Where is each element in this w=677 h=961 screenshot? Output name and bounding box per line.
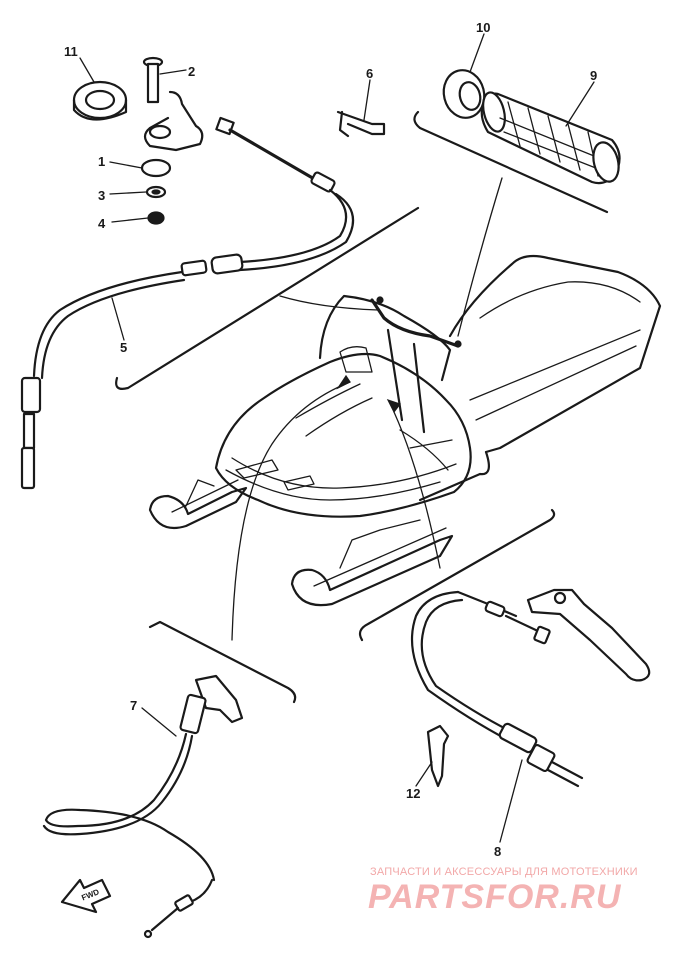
callout-leaders [79, 33, 595, 843]
group-bracket-lines [115, 110, 609, 704]
part-7-speedometer-cable [42, 674, 244, 939]
bracket-throttle-group [115, 206, 420, 390]
dash-panel [339, 346, 373, 373]
leader-7 [141, 707, 177, 737]
part-5-throttle-cable [20, 116, 355, 490]
watermark-tagline: ЗАПЧАСТИ И АКСЕССУАРЫ ДЛЯ МОТОТЕХНИКИ [370, 866, 638, 878]
leader-9 [565, 81, 595, 127]
part-9-grip [480, 91, 621, 185]
hood-line-2 [305, 397, 373, 437]
part-12-cable-holder [426, 724, 450, 788]
leader-11 [79, 57, 95, 83]
leader-speedometer [231, 381, 351, 641]
callout-6: 6 [366, 66, 373, 81]
leader-arrow-brake [386, 398, 401, 414]
leader-arrow-speedometer [336, 374, 351, 390]
side-stripe-1 [469, 329, 641, 401]
snowmobile [148, 254, 662, 607]
right-ski [290, 534, 454, 607]
right-ski-runner [313, 527, 447, 587]
hood-line-3 [399, 429, 449, 471]
headlight [235, 459, 279, 479]
callout-4: 4 [98, 216, 106, 231]
leader-6 [363, 79, 371, 121]
hood-vent [283, 475, 315, 491]
cowl-mid-edge [231, 457, 457, 489]
right-ski-spindle [339, 519, 421, 569]
leader-5 [111, 297, 125, 341]
windshield [318, 294, 452, 382]
cowl-outline [214, 352, 472, 518]
part-10-grip-end-ring [442, 69, 486, 119]
callout-1: 1 [98, 154, 105, 169]
handlebar [370, 298, 460, 348]
leader-1 [109, 161, 143, 169]
steering-post-2 [412, 342, 426, 434]
leader-2 [159, 69, 187, 75]
callout-2: 2 [188, 64, 195, 79]
callout-10: 10 [476, 20, 490, 35]
rear-side-panel [418, 450, 491, 502]
leader-brake [393, 411, 441, 569]
watermark-logo: PARTSFOR.RU [368, 878, 622, 916]
brake-lever [526, 588, 651, 682]
left-ski [148, 486, 248, 530]
callout-7: 7 [130, 698, 137, 713]
bracket-brake-group [358, 508, 556, 642]
part-3-washer [145, 185, 167, 199]
callout-5: 5 [120, 340, 127, 355]
cowl-lower-edge [225, 469, 441, 501]
throttle-lever [143, 90, 204, 152]
hood-line-4 [409, 439, 453, 449]
seat-crease [479, 281, 641, 319]
callout-11: 11 [64, 44, 78, 59]
callout-9: 9 [590, 68, 597, 83]
part-2-bolt [142, 56, 164, 104]
left-ski-runner [171, 479, 239, 513]
callout-3: 3 [98, 188, 105, 203]
leader-4 [111, 217, 149, 223]
bracket-grip-group [413, 110, 609, 214]
fwd-arrow-icon: FWD [60, 878, 112, 914]
part-1-collar [140, 158, 172, 178]
handlebar-left-end [376, 296, 384, 304]
leader-throttle [279, 295, 379, 311]
hood-line-1 [295, 383, 361, 419]
leader-8 [499, 759, 523, 843]
leader-10 [469, 33, 485, 73]
leader-12 [415, 761, 433, 787]
handlebar-right-end [454, 340, 462, 348]
side-stripe-2 [475, 345, 637, 421]
part-11-spacer-ring [72, 80, 128, 121]
bracket-speedometer-group [148, 620, 297, 704]
steering-post [386, 328, 404, 422]
left-ski-spindle [185, 479, 215, 507]
part-6-clip [336, 110, 386, 138]
leader-3 [109, 191, 147, 195]
part-8-brake-cable [410, 590, 584, 788]
seat-outline [448, 254, 662, 454]
part-4-nut [147, 211, 165, 225]
callout-numbers: 11 2 1 3 4 5 6 9 10 7 12 8 [64, 20, 597, 859]
callout-12: 12 [406, 786, 420, 801]
callout-8: 8 [494, 844, 501, 859]
